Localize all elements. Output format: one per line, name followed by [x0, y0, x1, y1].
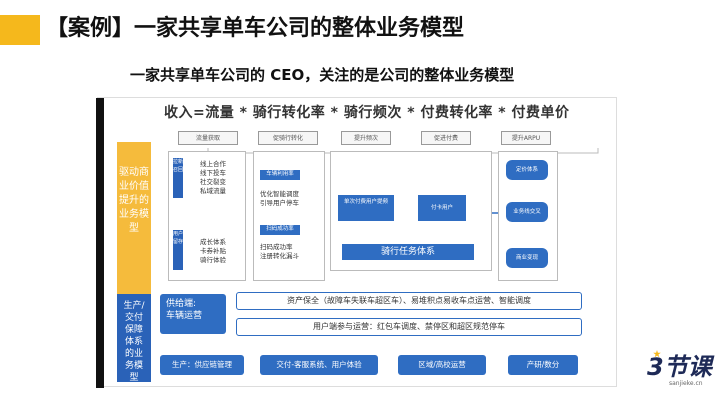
- value-driver-label: 驱动商业价值提升的业务模型: [117, 142, 151, 307]
- supply-chain-pill: 生产：供应链管理: [160, 355, 244, 375]
- stage-header: 提升频次: [341, 131, 391, 145]
- regional-ops-pill: 区域/高校运营: [398, 355, 486, 375]
- supply-vehicle-ops: 供给端: 车辆运营: [160, 294, 226, 334]
- ride-task-system: 骑行任务体系: [342, 244, 474, 260]
- supply-row-user-ops: 用户端参与运营：红包车调度、禁停区和超区规范停车: [236, 318, 582, 336]
- tag-retention: 用户留存: [173, 230, 183, 270]
- utilization-methods: 优化智能调度 引导用户停车: [260, 190, 299, 207]
- tag-acquisition: 拉新召回: [173, 158, 183, 198]
- cross-business-box: 业务线交叉: [506, 202, 548, 222]
- stage-header: 促进付费: [421, 131, 471, 145]
- acquisition-methods: 线上合作 线下投车 社交裂变 私域流量: [200, 160, 226, 195]
- title-accent-bar: [0, 15, 40, 45]
- retention-methods: 成长体系 卡券补贴 骑行体验: [200, 238, 226, 264]
- revenue-formula: 收入=流量 * 骑行转化率 * 骑行频次 * 付费转化率 * 付费单价: [164, 105, 570, 121]
- slide-title: 【案例】一家共享单车公司的整体业务模型: [46, 16, 465, 41]
- supply-model-label: 生产/交付保障体系的业务模型: [117, 294, 151, 383]
- star-icon: [653, 350, 661, 358]
- logo-mark: 3节课: [647, 353, 712, 381]
- logo-url: sanjieke.cn: [669, 380, 703, 387]
- pricing-system-box: 定价体系: [506, 160, 548, 180]
- slide-subtitle: 一家共享单车公司的 CEO，关注的是公司的整体业务模型: [130, 66, 515, 84]
- business-model-diagram: 收入=流量 * 骑行转化率 * 骑行频次 * 付费转化率 * 付费单价 流量获取…: [96, 97, 617, 388]
- tag-vehicle-utilization: 车辆利用率: [260, 170, 300, 180]
- card-user-box: 付卡用户: [418, 195, 466, 221]
- tag-scan-success: 扫码成功率: [260, 225, 300, 235]
- rd-data-pill: 产研/数分: [508, 355, 578, 375]
- diagram-left-edge: [96, 98, 104, 388]
- monetization-box: 商业变现: [506, 248, 548, 268]
- stage-header: 提升ARPU: [501, 131, 551, 145]
- scan-methods: 扫码成功率 注册转化漏斗: [260, 243, 299, 260]
- sanjieke-logo: 3节课 sanjieke.cn: [647, 350, 712, 392]
- delivery-service-pill: 交付-客服系统、用户体验: [260, 355, 378, 375]
- supply-row-assets: 资产保全（故障车失联车超区车）、易堆积点易收车点运营、智能调度: [236, 292, 582, 310]
- stage-header: 促骑行转化: [258, 131, 318, 145]
- stage-header: 流量获取: [178, 131, 238, 145]
- single-pay-user-box: 单次付费用户提频: [338, 195, 394, 221]
